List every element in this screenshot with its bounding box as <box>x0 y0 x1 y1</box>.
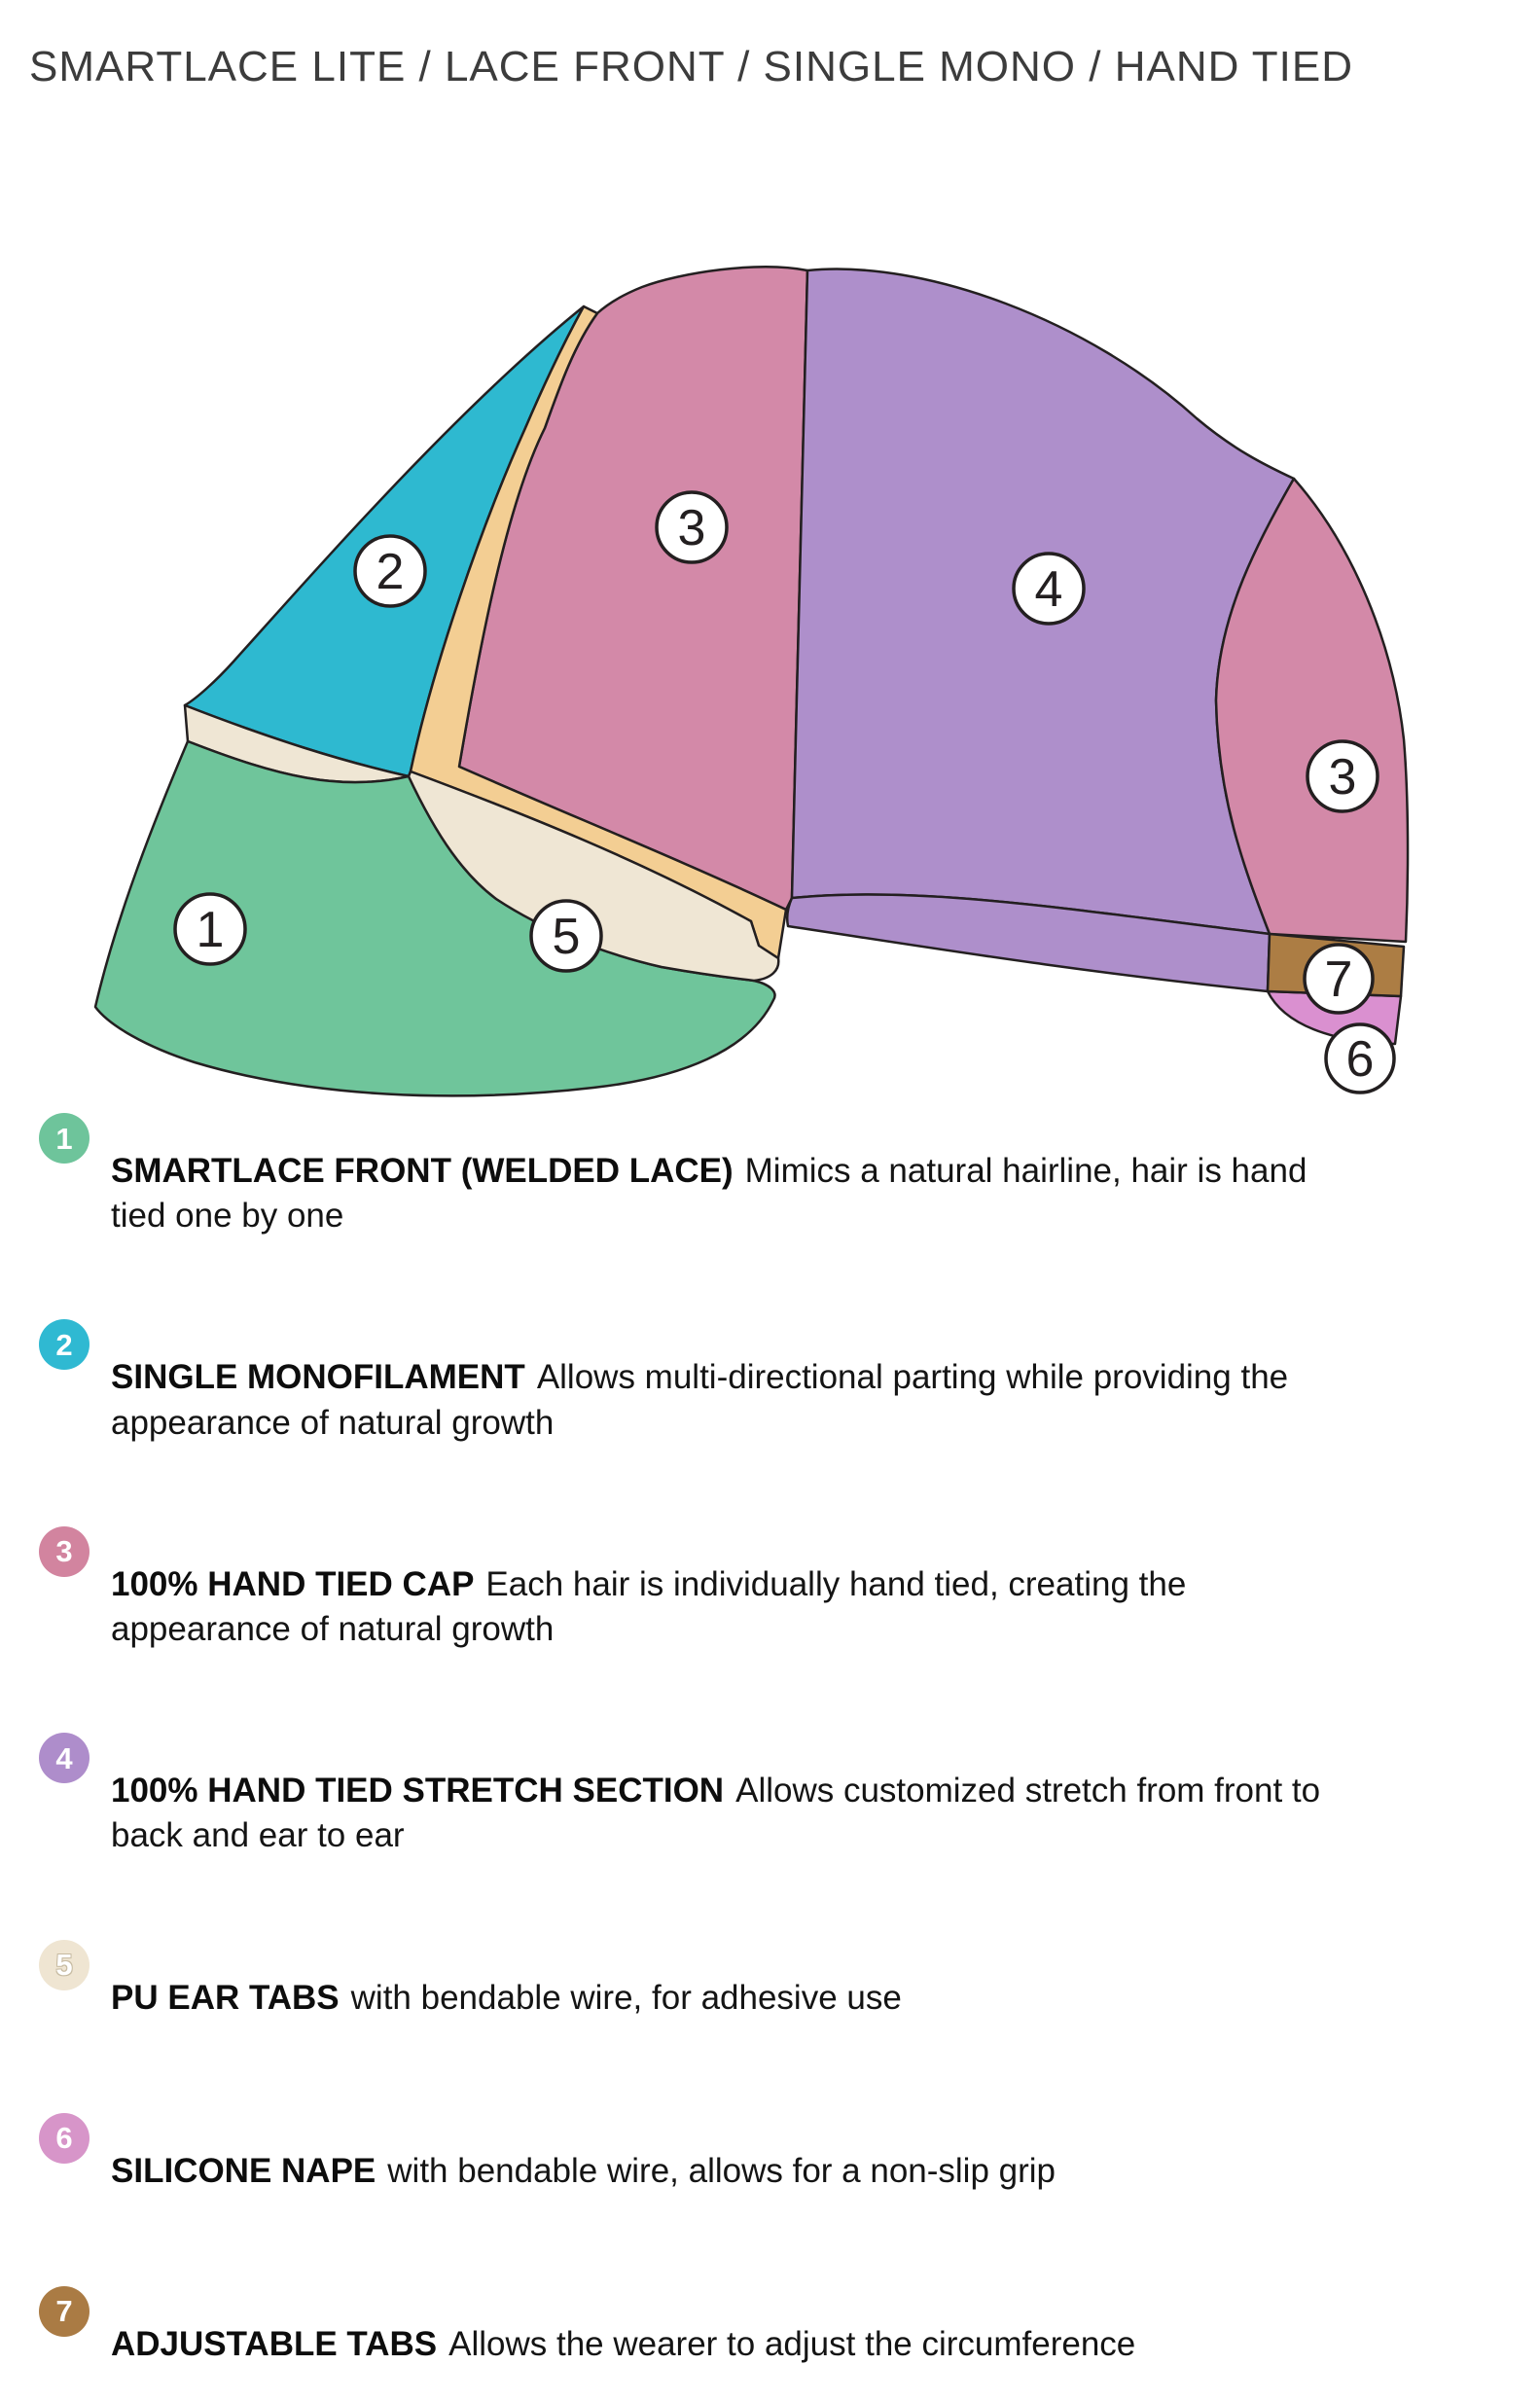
marker-6: 6 <box>1324 1022 1396 1094</box>
legend-item-desc: with bendable wire, for adhesive use <box>350 1978 902 2017</box>
legend-item-desc: Allows multi-directional parting while p… <box>111 1358 1289 1442</box>
legend-item-label: 100% HAND TIED STRETCH SECTION <box>111 1772 725 1810</box>
legend-item-label: 100% HAND TIED CAP <box>111 1564 475 1603</box>
legend-item-text: SILICONE NAPE with bendable wire, allows … <box>111 2149 1056 2194</box>
wig-cap-diagram: 1 2 3 4 3 5 7 6 <box>93 266 1410 1097</box>
legend-item-desc: Mimics a natural hairline, hair is hand … <box>111 1152 1307 1236</box>
legend-item-desc: Each hair is individually hand tied, cre… <box>111 1564 1187 1648</box>
svg-text:6: 6 <box>1346 1031 1375 1088</box>
legend-badge-1: 1 <box>39 1113 90 1164</box>
page-title: SMARTLACE LITE / LACE FRONT / SINGLE MON… <box>29 43 1354 90</box>
marker-1: 1 <box>173 892 247 966</box>
legend-item-label: SILICONE NAPE <box>111 2151 376 2190</box>
svg-text:7: 7 <box>1325 951 1353 1008</box>
legend-item-text: PU EAR TABS with bendable wire, for adhes… <box>111 1976 902 2021</box>
legend-badge-6: 6 <box>39 2112 90 2164</box>
legend-item-pu-ear-tabs: 5 PU EAR TABS with bendable wire, for adh… <box>39 1939 1508 2055</box>
legend-item-adjustable-tabs: 7 ADJUSTABLE TABS Allows the wearer to ad… <box>39 2285 1508 2401</box>
legend-item-desc: Allows the wearer to adjust the circumfe… <box>448 2324 1136 2363</box>
legend-item-text: SMARTLACE FRONT (WELDED LACE)Mimics a na… <box>111 1149 1356 1238</box>
legend-badge-3: 3 <box>39 1525 90 1577</box>
svg-text:5: 5 <box>553 909 581 965</box>
legend-item-desc: with bendable wire, allows for a non-sli… <box>387 2151 1057 2190</box>
svg-text:3: 3 <box>1329 749 1357 806</box>
marker-7: 7 <box>1303 943 1375 1015</box>
section-stretch-band <box>785 893 1271 993</box>
legend: 1 SMARTLACE FRONT (WELDED LACE)Mimics a … <box>39 1113 1508 2401</box>
svg-text:1: 1 <box>197 902 225 958</box>
svg-text:2: 2 <box>376 544 405 600</box>
marker-4: 4 <box>1012 552 1086 626</box>
legend-item-text: ADJUSTABLE TABS Allows the wearer to adju… <box>111 2322 1135 2367</box>
legend-item-smartlace-front: 1 SMARTLACE FRONT (WELDED LACE)Mimics a … <box>39 1113 1508 1272</box>
legend-badge-5: 5 <box>39 1939 90 1990</box>
legend-item-label: SMARTLACE FRONT (WELDED LACE) <box>111 1152 734 1190</box>
legend-item-label: SINGLE MONOFILAMENT <box>111 1358 525 1397</box>
legend-item-silicone-nape: 6 SILICONE NAPE with bendable wire, allow… <box>39 2112 1508 2228</box>
legend-badge-4: 4 <box>39 1733 90 1784</box>
svg-text:4: 4 <box>1035 561 1063 618</box>
marker-2: 2 <box>353 534 427 608</box>
legend-item-desc: Allows customized stretch from front to … <box>111 1772 1321 1855</box>
legend-badge-2: 2 <box>39 1319 90 1371</box>
marker-3-top: 3 <box>655 490 729 564</box>
legend-item-label: ADJUSTABLE TABS <box>111 2324 438 2363</box>
legend-item-label: PU EAR TABS <box>111 1978 340 2017</box>
marker-3-back: 3 <box>1306 739 1379 813</box>
legend-badge-7: 7 <box>39 2285 90 2337</box>
section-hand-tied-cap-back <box>1214 477 1410 944</box>
section-ear-tab <box>407 770 780 983</box>
marker-5: 5 <box>529 899 603 973</box>
svg-text:3: 3 <box>678 500 706 556</box>
